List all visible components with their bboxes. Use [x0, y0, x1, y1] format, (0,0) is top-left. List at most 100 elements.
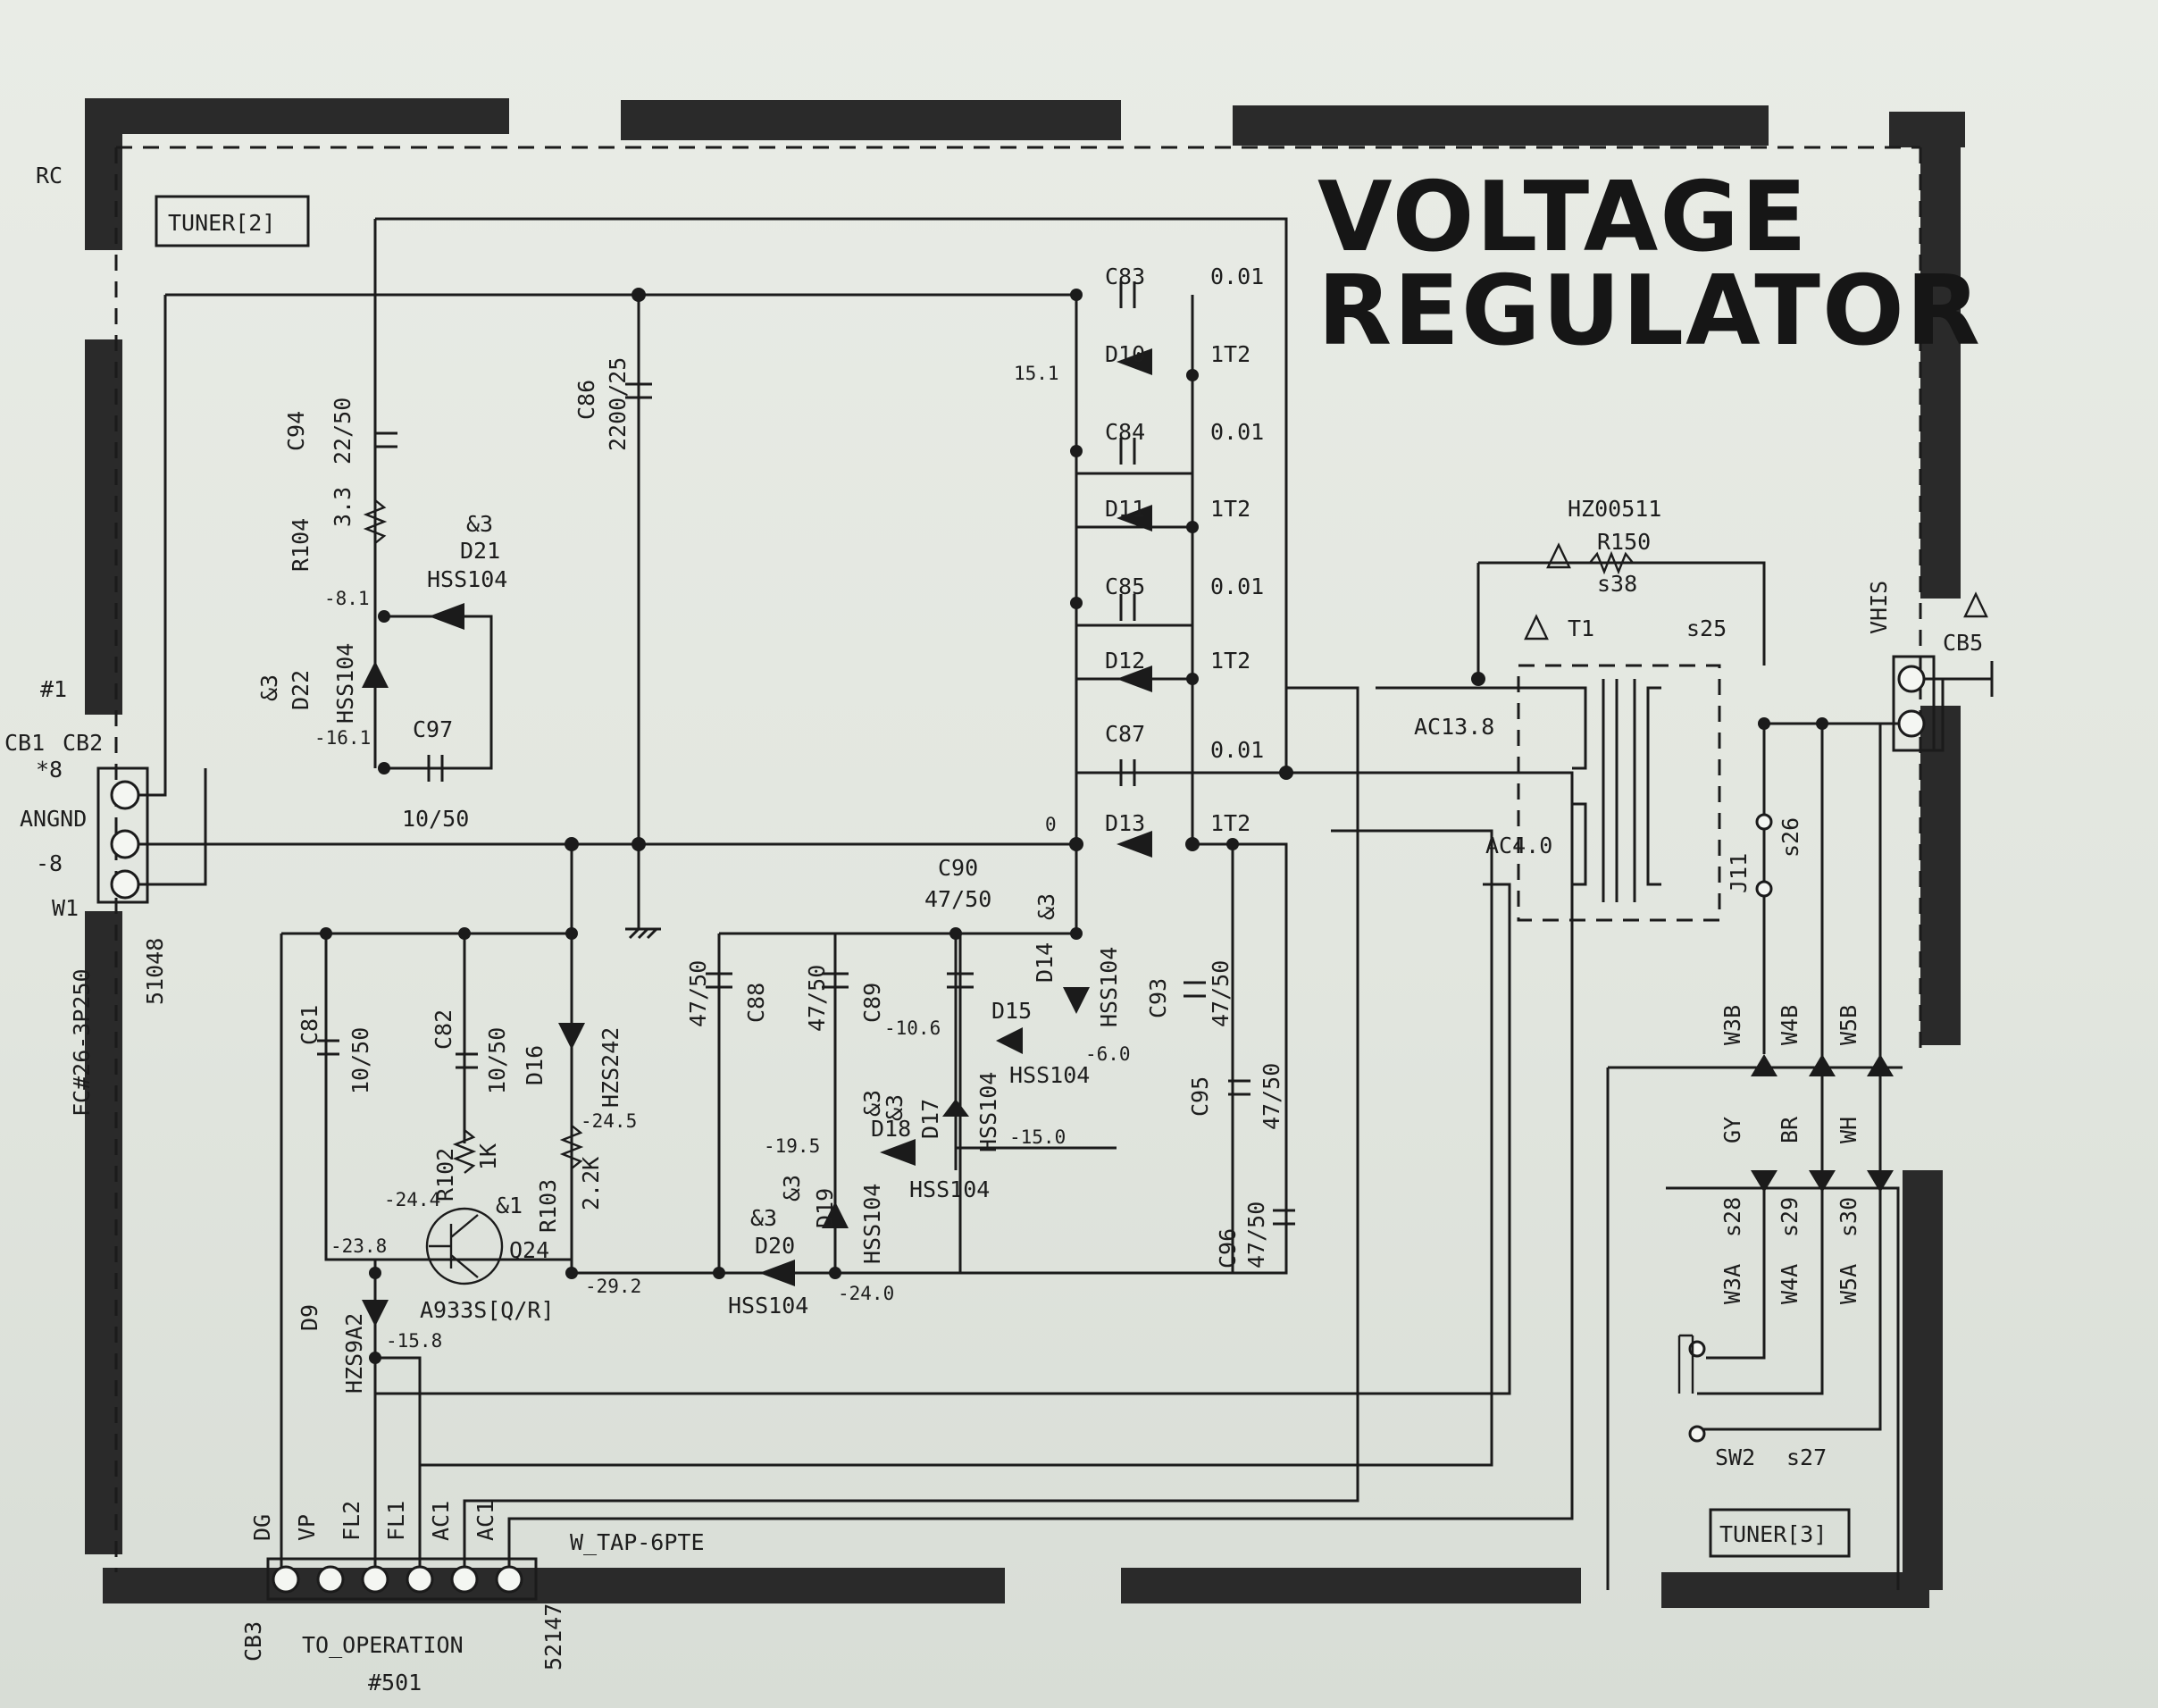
- voltage-label: -23.8: [330, 1235, 387, 1257]
- d18-value: HSS104: [909, 1176, 990, 1202]
- d15-value: HSS104: [1009, 1062, 1090, 1088]
- c89-value: 47/50: [804, 965, 830, 1032]
- c93-value: 47/50: [1208, 960, 1234, 1027]
- t1-s: s25: [1686, 615, 1727, 641]
- q24-part: A933S[Q/R]: [420, 1297, 555, 1323]
- w5b-color: WH: [1836, 1117, 1861, 1143]
- d9-value: HZS9A2: [341, 1313, 367, 1394]
- voltage-label: -29.2: [585, 1276, 641, 1297]
- j11-s: s26: [1777, 817, 1803, 858]
- c88-ref: C88: [743, 983, 769, 1023]
- warning-icon-t1: [1524, 614, 1549, 640]
- d10-ref: D10: [1105, 341, 1145, 367]
- d22-value: HSS104: [332, 643, 358, 724]
- d11-ref: D11: [1105, 496, 1145, 522]
- voltage-label: 0: [1045, 814, 1057, 835]
- q24-ref: Q24: [509, 1237, 549, 1263]
- c89-ref: C89: [859, 983, 885, 1023]
- pin-ac1-a: AC1: [428, 1501, 454, 1541]
- t1-ac1: AC13.8: [1414, 714, 1494, 740]
- d21-ref: D21: [460, 538, 500, 564]
- cb5-label: CB5: [1943, 630, 1983, 656]
- w5a-s: s30: [1836, 1197, 1861, 1237]
- voltage-label: -16.1: [314, 727, 371, 749]
- voltage-label: -24.0: [838, 1283, 894, 1304]
- c97-ref: C97: [413, 716, 453, 742]
- cb2-label: CB2: [63, 730, 103, 756]
- d17-ref: D17: [917, 1099, 943, 1139]
- w4b-color: BR: [1777, 1116, 1803, 1143]
- d14-ref: D14: [1032, 942, 1058, 983]
- angnd-label: ANGND: [20, 806, 87, 832]
- operation-num-label: #501: [368, 1670, 422, 1695]
- tuner3-label: TUNER[3]: [1719, 1521, 1827, 1547]
- d21-mark: &3: [466, 511, 493, 537]
- c82-value: 10/50: [484, 1027, 510, 1094]
- d11-value: 1T2: [1210, 496, 1250, 522]
- w3a-ref: W3A: [1719, 1264, 1745, 1304]
- sw2-s: s27: [1786, 1444, 1827, 1470]
- d14-value: HSS104: [1096, 947, 1122, 1027]
- c83-ref: C83: [1105, 264, 1145, 289]
- junction-dots: [320, 288, 1828, 1364]
- c85-ref: C85: [1105, 574, 1145, 599]
- pin-fl1: FL1: [383, 1501, 409, 1541]
- d22-mark: &3: [256, 674, 282, 701]
- d20-ref: D20: [755, 1233, 795, 1259]
- r102-ref: R102: [432, 1148, 458, 1201]
- d13-ref: D13: [1105, 810, 1145, 836]
- j11-ref: J11: [1726, 853, 1752, 893]
- warning-icon-r150: [1546, 542, 1571, 569]
- w1-label: W1: [52, 895, 79, 921]
- r104-ref: R104: [288, 518, 314, 572]
- d19-value: HSS104: [859, 1184, 885, 1264]
- title-line-2: REGULATOR: [1317, 255, 1982, 367]
- tuner2-label: TUNER[2]: [168, 210, 275, 236]
- w3a-s: s28: [1719, 1197, 1745, 1237]
- title-line-1: VOLTAGE: [1317, 162, 1809, 273]
- outer-border: [85, 98, 1965, 1608]
- tuner3-box: [1709, 1508, 1851, 1558]
- w5b-ref: W5B: [1836, 1005, 1861, 1045]
- d16-value: HZS242: [598, 1027, 623, 1108]
- cb1-label: CB1: [4, 730, 45, 756]
- w5a-ref: W5A: [1836, 1264, 1861, 1304]
- terminals: [96, 655, 1936, 1601]
- c97-value: 10/50: [402, 806, 469, 832]
- pin-fl2: FL2: [339, 1501, 364, 1541]
- voltage-label: -15.0: [1009, 1126, 1066, 1148]
- r103-value: 2.2K: [578, 1157, 604, 1210]
- voltage-label: -24.4: [384, 1189, 440, 1210]
- d17-mark: &3: [882, 1094, 908, 1121]
- t1-ac2: AC4.0: [1485, 833, 1552, 858]
- d9-ref: D9: [297, 1304, 322, 1331]
- voltage-label: 15.1: [1014, 363, 1059, 384]
- r150-ref: R150: [1597, 529, 1651, 555]
- q24-mark: &1: [496, 1193, 523, 1218]
- d18-mark: &3: [859, 1090, 885, 1117]
- voltage-label: -15.8: [386, 1330, 442, 1352]
- c87-ref: C87: [1105, 721, 1145, 747]
- transformer-t1: [1517, 664, 1721, 922]
- pin-dg: DG: [249, 1514, 275, 1541]
- voltage-label: -6.0: [1085, 1043, 1131, 1065]
- c84-ref: C84: [1105, 419, 1145, 445]
- capacitors: [317, 281, 1295, 1226]
- c84-value: 0.01: [1210, 419, 1264, 445]
- d10-value: 1T2: [1210, 341, 1250, 367]
- fc-code-label: 51048: [142, 938, 168, 1005]
- w3b-ref: W3B: [1719, 1005, 1745, 1045]
- d12-ref: D12: [1105, 648, 1145, 674]
- d19-mark: &3: [779, 1175, 805, 1201]
- to-operation-label: TO_OPERATION: [302, 1632, 464, 1658]
- c96-value: 47/50: [1243, 1201, 1269, 1268]
- r150-s: s38: [1597, 571, 1637, 597]
- w4a-s: s29: [1777, 1197, 1803, 1237]
- d18-ref: D18: [871, 1116, 911, 1142]
- voltage-label: -24.5: [581, 1110, 637, 1132]
- tuner2-box: [155, 195, 310, 247]
- c81-value: 10/50: [347, 1027, 373, 1094]
- fc-part-label: FC#26-3P250: [69, 968, 95, 1117]
- c86-ref: C86: [573, 380, 599, 420]
